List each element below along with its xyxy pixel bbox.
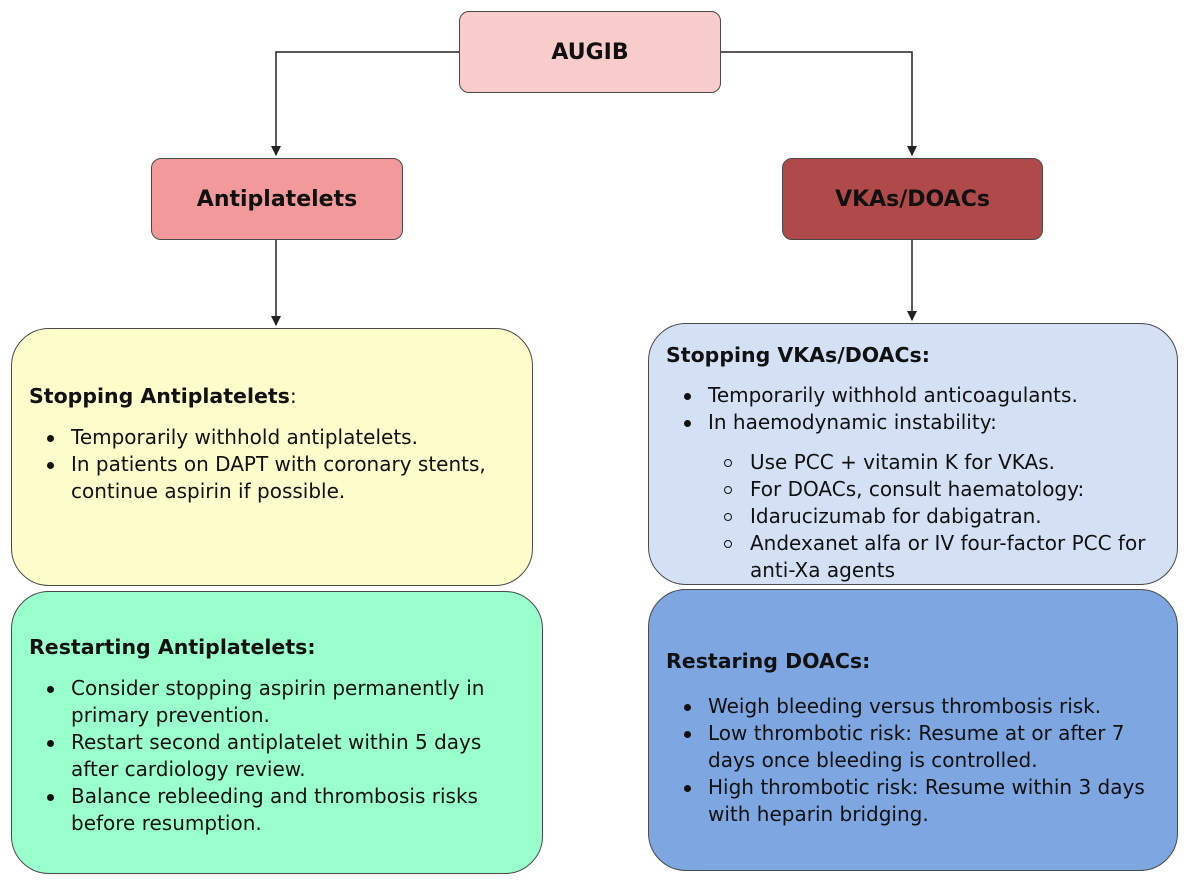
node-augib-label: AUGIB (551, 39, 629, 65)
box-restarting-antiplatelets-title: Restarting Antiplatelets: (29, 635, 316, 659)
box-restarting-doacs-title: Restaring DOACs: (666, 649, 871, 673)
list-item: Temporarily withhold anticoagulants. (684, 382, 1167, 409)
sub-list-item: Use PCC + vitamin K for VKAs. (724, 449, 1167, 476)
list-item: Low thrombotic risk: Resume at or after … (684, 720, 1167, 774)
edge-root-to-antiplatelets (271, 51, 459, 156)
stopping-vkas-doacs-list: Temporarily withhold anticoagulants. In … (666, 382, 1167, 584)
node-vkas-doacs-label: VKAs/DOACs (835, 186, 990, 212)
list-item: Weigh bleeding versus thrombosis risk. (684, 693, 1167, 720)
list-item: Restart second antiplatelet within 5 day… (47, 729, 524, 783)
list-item: High thrombotic risk: Resume within 3 da… (684, 774, 1167, 828)
box-stopping-vkas-doacs-title: Stopping VKAs/DOACs: (666, 343, 930, 367)
restarting-antiplatelets-list: Consider stopping aspirin permanently in… (29, 675, 524, 837)
list-item: In patients on DAPT with coronary stents… (47, 451, 514, 505)
edge-root-to-anticoagulants (721, 51, 917, 156)
box-stopping-antiplatelets: Stopping Antiplatelets: Temporarily with… (11, 328, 533, 586)
sub-list-item: For DOACs, consult haematology: (724, 476, 1167, 503)
restarting-doacs-list: Weigh bleeding versus thrombosis risk. L… (666, 693, 1167, 828)
list-item: Consider stopping aspirin permanently in… (47, 675, 524, 729)
stopping-antiplatelets-list: Temporarily withhold antiplatelets. In p… (29, 424, 514, 505)
box-restarting-doacs: Restaring DOACs: Weigh bleeding versus t… (648, 589, 1178, 871)
list-item: Balance rebleeding and thrombosis risks … (47, 783, 524, 837)
list-item: Temporarily withhold antiplatelets. (47, 424, 514, 451)
sub-list-item: Idarucizumab for dabigatran. (724, 503, 1167, 530)
node-augib: AUGIB (459, 11, 721, 93)
sub-list-item: Andexanet alfa or IV four-factor PCC for… (724, 530, 1167, 584)
box-restarting-antiplatelets: Restarting Antiplatelets: Consider stopp… (11, 591, 543, 874)
box-stopping-vkas-doacs: Stopping VKAs/DOACs: Temporarily withhol… (648, 323, 1178, 585)
haemodynamic-instability-sublist: Use PCC + vitamin K for VKAs. For DOACs,… (708, 449, 1167, 584)
box-stopping-antiplatelets-title: Stopping Antiplatelets: (29, 384, 297, 408)
node-antiplatelets: Antiplatelets (151, 158, 403, 240)
list-item-text: In haemodynamic instability: (708, 410, 997, 434)
list-item: In haemodynamic instability: Use PCC + v… (684, 409, 1167, 584)
node-antiplatelets-label: Antiplatelets (196, 186, 358, 212)
node-vkas-doacs: VKAs/DOACs (782, 158, 1043, 240)
